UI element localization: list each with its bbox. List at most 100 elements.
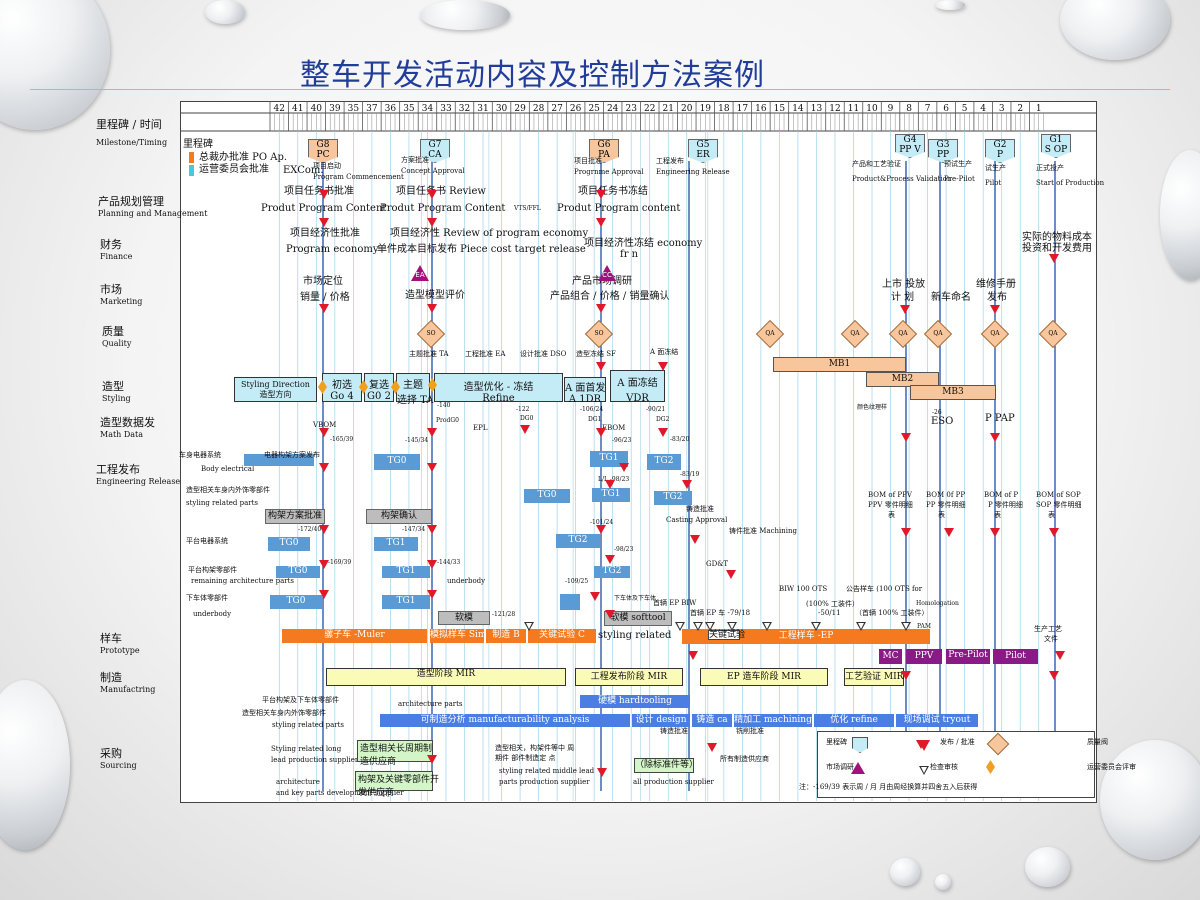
process-doc: 生产工艺 bbox=[1034, 625, 1062, 633]
milestone-desc-zh: 预试生产 bbox=[944, 160, 972, 168]
cc-triangle-icon bbox=[598, 265, 616, 281]
casting-bar: 铸造 ca bbox=[692, 714, 732, 727]
finance-approve: 项目经济性批准 bbox=[290, 228, 360, 239]
bom-sop-3: 表 bbox=[1048, 511, 1055, 519]
milestone-desc-zh: 项目批准 bbox=[574, 157, 602, 165]
ppap-label: P PAP bbox=[985, 413, 1015, 424]
week-number-label: 40 bbox=[311, 104, 323, 114]
tg2-plat-arch: TG2 bbox=[594, 566, 630, 578]
week-number-label: 17 bbox=[737, 104, 749, 114]
week-number-label: 8 bbox=[906, 104, 912, 114]
legend-market: 市场调研 bbox=[826, 763, 854, 771]
week-number-label: 26 bbox=[570, 104, 582, 114]
release-triangle-icon bbox=[427, 304, 437, 313]
market-naming: 新车命名 bbox=[931, 292, 971, 303]
release-triangle-icon bbox=[597, 768, 607, 777]
biw-tooling: (100% 工装件） bbox=[806, 600, 859, 608]
gdt-label: GD&T bbox=[706, 560, 729, 568]
biw-first-tooling: （首辆 100% 工装件） bbox=[855, 609, 929, 617]
pam-label: PAM bbox=[917, 623, 931, 630]
lowerbody-text: 下车体及下车体 bbox=[614, 595, 657, 602]
market-model-eval: 造型模型评价 bbox=[405, 290, 465, 301]
sourcing-r2: 所有制造供应商 bbox=[720, 755, 769, 763]
week-number-label: 15 bbox=[774, 104, 786, 114]
vdr-box: A 面冻结 VDR bbox=[610, 370, 665, 404]
sourcing-r3: all production supplier bbox=[633, 778, 714, 786]
page-title: 整车开发活动内容及控制方法案例 bbox=[300, 58, 765, 93]
eng-v3: -83/20 bbox=[670, 436, 690, 443]
release-triangle-icon bbox=[990, 528, 1000, 537]
sr-parts-en: styling related parts bbox=[186, 499, 259, 507]
math-v4: -106/24 bbox=[580, 406, 604, 413]
week-number-label: 16 bbox=[755, 104, 767, 114]
ea-label: EA bbox=[415, 271, 425, 279]
math-v2: -140 bbox=[437, 402, 451, 409]
droplet-decoration bbox=[0, 0, 110, 130]
underbody-label: underbody bbox=[447, 577, 486, 585]
market-release: 发布 bbox=[987, 292, 1007, 303]
legend-inspect: 检查审核 bbox=[930, 763, 958, 771]
sourcing-m3: styling related middle lead bbox=[499, 767, 595, 775]
a1dr-box: A 面首发 A 1DR bbox=[564, 377, 606, 405]
gate-code: G4 bbox=[903, 135, 917, 145]
styling-direction-en: Styling Direction bbox=[241, 380, 310, 389]
first-ep-car: 首辆 EP 车 -79/18 bbox=[690, 609, 751, 617]
week-number-label: 10 bbox=[866, 104, 878, 114]
eng-v10: -144/33 bbox=[437, 559, 461, 566]
release-triangle-icon bbox=[990, 305, 1000, 314]
plan-content-1: Produt Program Content bbox=[261, 203, 387, 214]
market-launch: 上市 投放 bbox=[882, 279, 926, 290]
machining-ok: 铣削批准 bbox=[736, 727, 764, 735]
go4-zh: 初选 bbox=[332, 380, 352, 391]
ebom-label: EBOM bbox=[602, 424, 626, 432]
release-triangle-icon bbox=[688, 651, 698, 660]
process-doc-2: 文件 bbox=[1044, 635, 1058, 643]
tryout-bar: 现场调试 tryout bbox=[896, 714, 978, 727]
milestone-desc-en: Product&Process Validation bbox=[852, 175, 952, 184]
dg2-label: DG2 bbox=[656, 416, 670, 423]
refine-box: 造型优化 - 冻结 Refine bbox=[434, 373, 563, 404]
release-triangle-icon bbox=[596, 304, 606, 313]
release-triangle-icon bbox=[590, 592, 600, 601]
body-elec-bar bbox=[244, 454, 314, 466]
refine-bar: 优化 refine bbox=[814, 714, 894, 727]
release-triangle-icon bbox=[596, 190, 606, 199]
week-number-label: 20 bbox=[681, 104, 693, 114]
std-parts-box: （除标准件等） bbox=[634, 758, 698, 773]
a-surface-freeze: A 面冻结 bbox=[650, 348, 679, 356]
homologation: Homologation bbox=[916, 600, 959, 607]
plat-arch-en: remaining architecture parts bbox=[191, 577, 295, 585]
ppv-bar: PPV bbox=[906, 649, 942, 664]
eng-v9: -98/23 bbox=[614, 546, 634, 553]
finance-investment: 投资和开发费用 bbox=[1022, 243, 1092, 254]
week-number-label: 33 bbox=[440, 104, 452, 114]
long-lead-supplier-box: 造型相关长周期制 造供应商 bbox=[357, 740, 433, 767]
release-triangle-icon bbox=[901, 433, 911, 442]
bom-p-2: P 零件明细 bbox=[988, 501, 1023, 509]
release-triangle-icon bbox=[319, 190, 329, 199]
math-v5: -90/21 bbox=[646, 406, 666, 413]
gate-sub: PP bbox=[936, 150, 950, 160]
inspection-triangle-icon bbox=[729, 623, 735, 629]
legend-ops: 运营委员会评审 bbox=[1087, 763, 1136, 771]
key-parts-1: 构架及关键零部件开 bbox=[358, 775, 440, 785]
key-test-c-bar: 关键试验 C bbox=[528, 629, 596, 643]
orange-legend-swatch bbox=[189, 152, 194, 163]
styling-parts: 造型相关车身内外饰零部件 bbox=[242, 709, 326, 717]
gate-code: G5 bbox=[696, 140, 710, 150]
week-number-label: 24 bbox=[607, 104, 619, 114]
bom-pp-3: 表 bbox=[938, 511, 945, 519]
pre-pilot-bar: Pre-Pilot bbox=[946, 649, 990, 664]
droplet-decoration bbox=[1025, 847, 1070, 887]
release-triangle-icon bbox=[319, 463, 329, 472]
week-number-label: 23 bbox=[625, 104, 637, 114]
casting-ok: 铸造批准 bbox=[660, 727, 688, 735]
